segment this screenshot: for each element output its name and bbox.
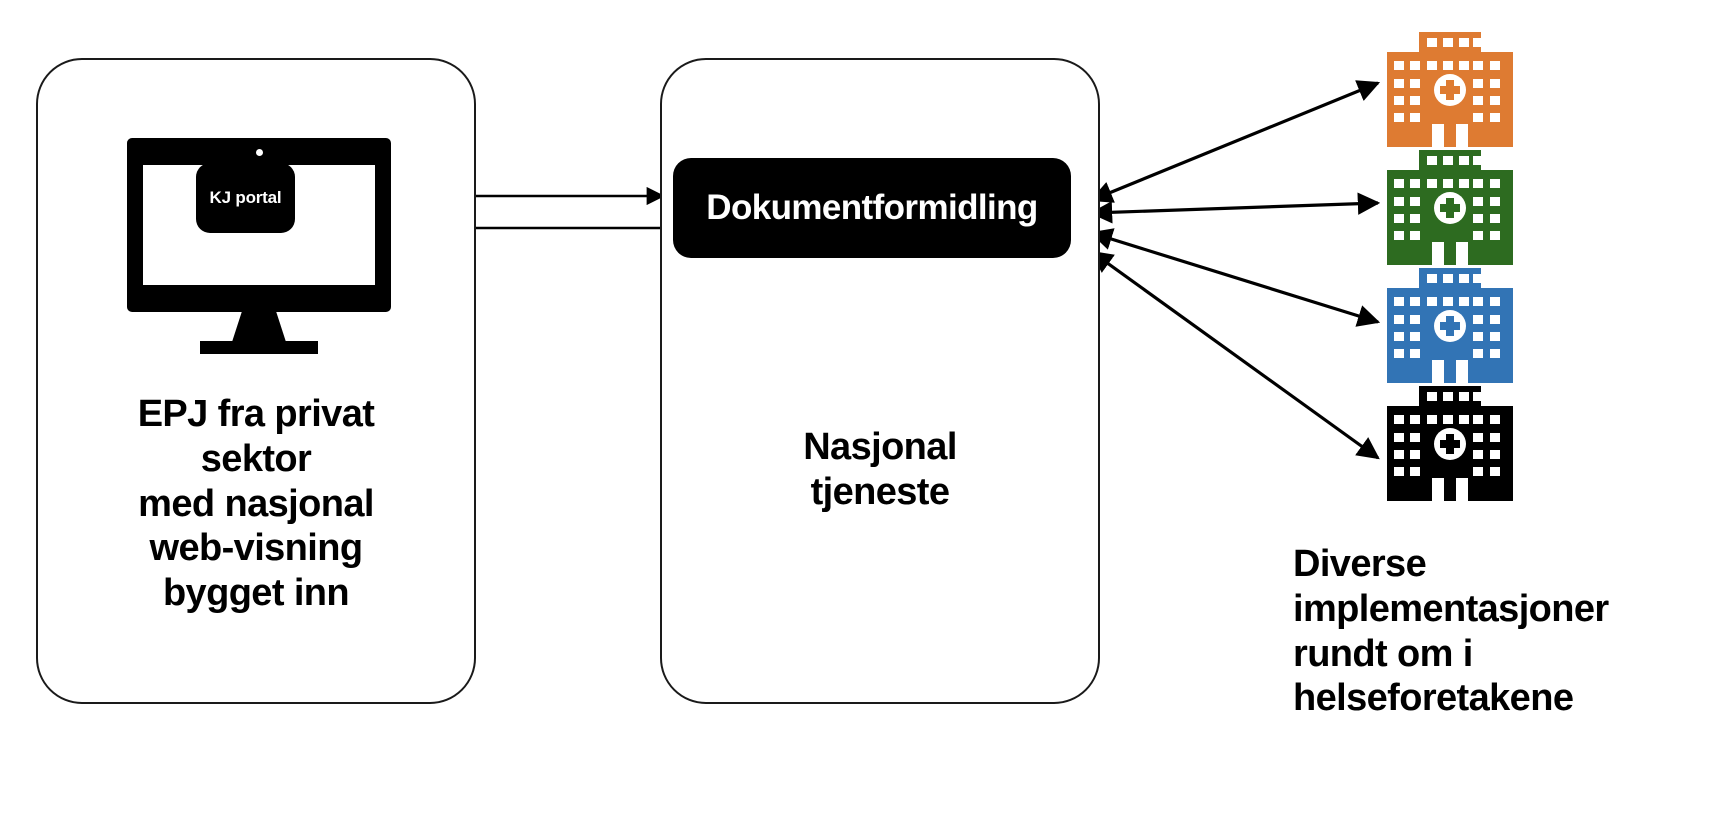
- monitor-camera-dot: [256, 149, 263, 156]
- dokumentformidling-label: Dokumentformidling: [706, 188, 1038, 227]
- arrow-service-hospital-black: [1090, 250, 1380, 460]
- arrow-service-hospital-orange: [1089, 80, 1381, 203]
- kj-portal-chip[interactable]: KJ portal: [196, 163, 295, 233]
- hospital-building-icon-black: [1387, 386, 1513, 501]
- arrow-service-hospital-blue: [1089, 228, 1381, 327]
- caption-national-service: Nasjonal tjeneste: [803, 426, 957, 513]
- arrow-service-hospital-green: [1089, 192, 1381, 224]
- caption-health-trusts: Diverse implementasjoner rundt om i hels…: [1293, 543, 1609, 720]
- panel-national-service: [660, 58, 1100, 704]
- hospital-building-icon-blue: [1387, 268, 1513, 383]
- hospital-building-icon-orange: [1387, 32, 1513, 147]
- monitor-stand-base: [200, 341, 318, 354]
- dokumentformidling-service-box[interactable]: Dokumentformidling: [673, 158, 1071, 258]
- monitor-stand-neck: [232, 312, 286, 342]
- caption-epj-private-sector: EPJ fra privat sektor med nasjonal web-v…: [137, 393, 375, 615]
- hospital-building-icon-green: [1387, 150, 1513, 265]
- kj-portal-label: KJ portal: [209, 188, 282, 207]
